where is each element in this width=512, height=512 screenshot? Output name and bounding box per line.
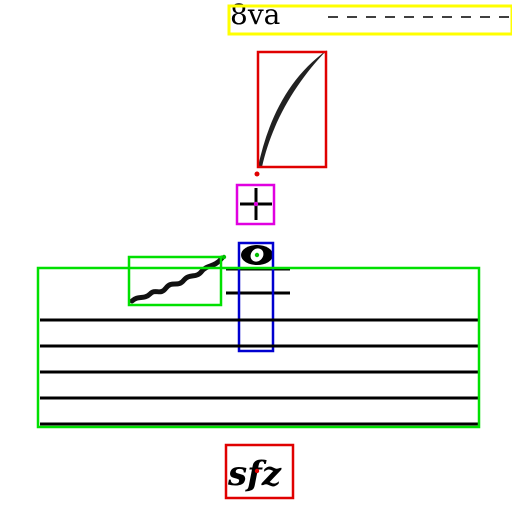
note-box: [237, 241, 275, 353]
ornament-box: [235, 183, 276, 226]
note-mark: [237, 241, 275, 353]
staff-box: [36, 266, 481, 429]
dynamic-label: sfz: [227, 454, 282, 494]
dynamic-box: [224, 443, 295, 500]
ornament-mark: [235, 183, 276, 226]
slur-mark: [254, 50, 328, 177]
dynamic-center-point: [254, 468, 260, 474]
glissando-mark: [127, 254, 227, 307]
staff: [36, 266, 481, 429]
ottava-box: [227, 4, 512, 36]
dynamic-mark: sfz: [224, 443, 295, 500]
slur-anchor-point: [254, 171, 260, 177]
glissando-end-point: [221, 254, 227, 260]
ornament-center-point: [253, 201, 259, 207]
note-center-point: [254, 252, 260, 258]
ottava-mark: 8va: [227, 0, 512, 36]
slur-box: [256, 50, 328, 169]
glissando-box: [127, 255, 223, 307]
curved-line-icon: [258, 50, 327, 167]
ledger-lines: [226, 267, 290, 295]
wavy-line-icon: [129, 255, 225, 304]
